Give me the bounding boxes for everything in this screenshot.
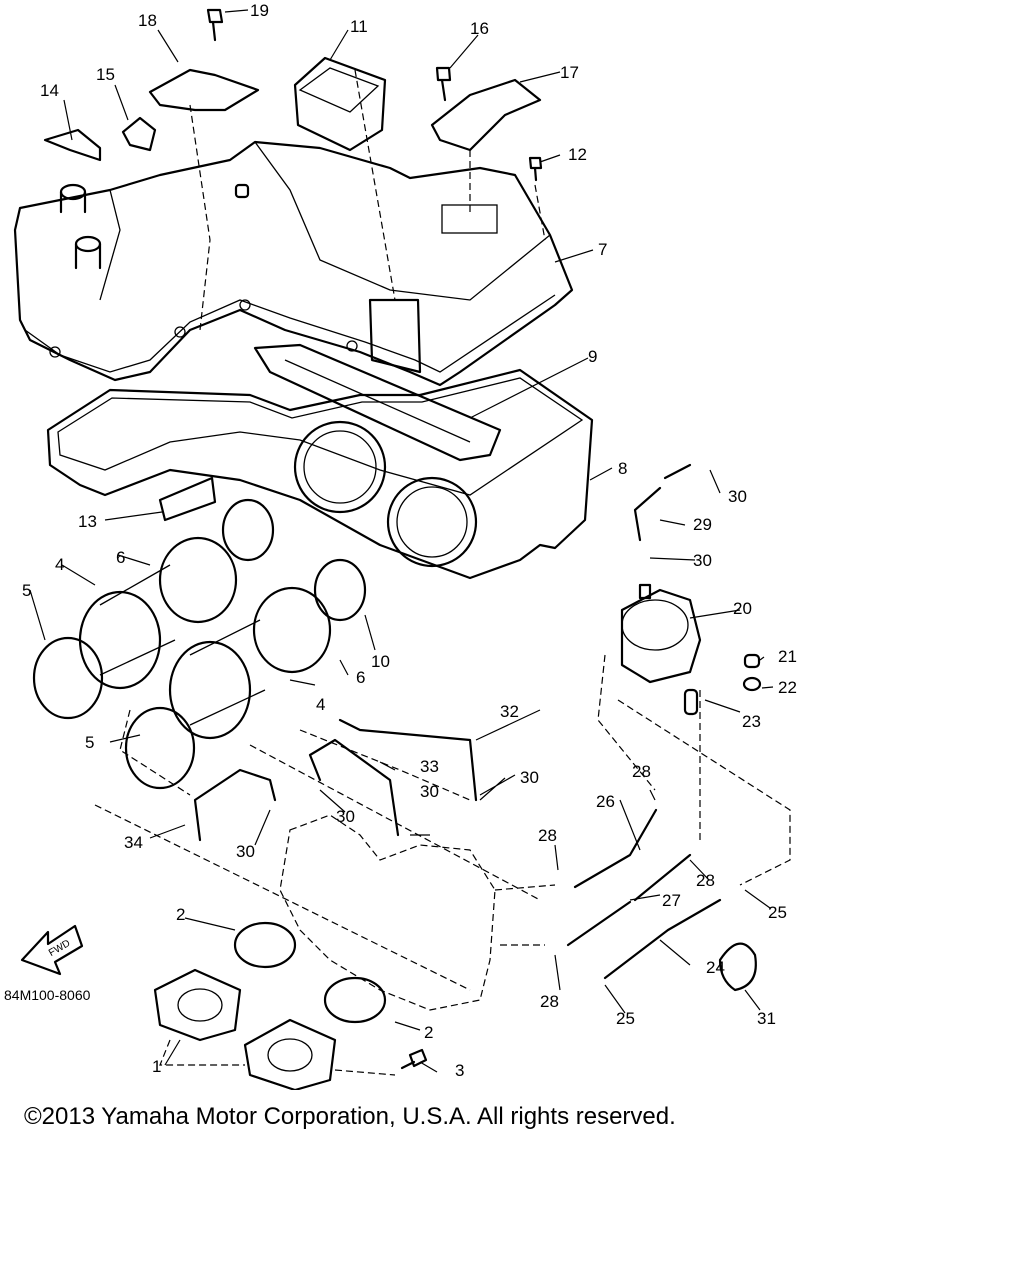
air-filter-cover bbox=[13, 140, 574, 387]
callout-2: 2 bbox=[176, 905, 185, 924]
fuel-pump bbox=[620, 583, 762, 716]
callout-3: 3 bbox=[455, 1061, 464, 1080]
callout-6: 6 bbox=[356, 668, 365, 687]
callout-29: 29 bbox=[693, 515, 712, 534]
callout-17: 17 bbox=[560, 63, 579, 82]
callout-12: 12 bbox=[568, 145, 587, 164]
hoses bbox=[193, 463, 757, 992]
drawing-code: 84M100-8060 bbox=[4, 987, 91, 1003]
callout-34: 34 bbox=[124, 833, 143, 852]
callout-30: 30 bbox=[236, 842, 255, 861]
callout-2: 2 bbox=[424, 1023, 433, 1042]
callout-23: 23 bbox=[742, 712, 761, 731]
callout-28: 28 bbox=[632, 762, 651, 781]
callout-20: 20 bbox=[733, 599, 752, 618]
callout-24: 24 bbox=[706, 958, 725, 977]
callout-30: 30 bbox=[336, 807, 355, 826]
callout-31: 31 bbox=[757, 1009, 776, 1028]
routing-lines bbox=[119, 69, 791, 1076]
callout-7: 7 bbox=[598, 240, 607, 259]
callout-28: 28 bbox=[696, 871, 715, 890]
callout-19: 19 bbox=[250, 1, 269, 20]
callout-33: 33 bbox=[420, 757, 439, 776]
callout-4: 4 bbox=[55, 555, 64, 574]
callout-6: 6 bbox=[116, 548, 125, 567]
callout-28: 28 bbox=[538, 826, 557, 845]
callout-32: 32 bbox=[500, 702, 519, 721]
air-filter-case bbox=[46, 368, 594, 580]
callout-14: 14 bbox=[40, 81, 59, 100]
fwd-arrow: FWD bbox=[20, 924, 84, 976]
callout-25: 25 bbox=[768, 903, 787, 922]
intake-manifolds bbox=[153, 921, 428, 1090]
air-filter-element bbox=[253, 343, 502, 462]
callout-27: 27 bbox=[662, 891, 681, 910]
upper-hardware bbox=[43, 8, 543, 182]
callout-8: 8 bbox=[618, 459, 627, 478]
callout-25: 25 bbox=[616, 1009, 635, 1028]
callout-10: 10 bbox=[371, 652, 390, 671]
callout-16: 16 bbox=[470, 19, 489, 38]
callout-30: 30 bbox=[420, 782, 439, 801]
copyright-notice: ©2013 Yamaha Motor Corporation, U.S.A. A… bbox=[24, 1103, 676, 1130]
callout-26: 26 bbox=[596, 792, 615, 811]
parts-diagram: FWD 84M100-8060 1 2 2 3 4 4 5 5 6 6 7 8 … bbox=[4, 1, 797, 1090]
callout-labels: 1 2 2 3 4 4 5 5 6 6 7 8 9 10 11 12 13 14… bbox=[22, 1, 797, 1080]
callout-11: 11 bbox=[350, 17, 368, 36]
callout-18: 18 bbox=[138, 11, 157, 30]
leader-lines bbox=[29, 9, 774, 1073]
intake-joints bbox=[32, 498, 367, 790]
callout-15: 15 bbox=[96, 65, 115, 84]
callout-1: 1 bbox=[152, 1057, 161, 1076]
callout-9: 9 bbox=[588, 347, 597, 366]
callout-28: 28 bbox=[540, 992, 559, 1011]
callout-5: 5 bbox=[22, 581, 31, 600]
callout-5: 5 bbox=[85, 733, 94, 752]
callout-30: 30 bbox=[520, 768, 539, 787]
callout-22: 22 bbox=[778, 678, 797, 697]
callout-13: 13 bbox=[78, 512, 97, 531]
carburetor-outline bbox=[94, 744, 541, 1011]
callout-30: 30 bbox=[693, 551, 712, 570]
callout-30: 30 bbox=[728, 487, 747, 506]
callout-4: 4 bbox=[316, 695, 325, 714]
callout-21: 21 bbox=[778, 647, 797, 666]
